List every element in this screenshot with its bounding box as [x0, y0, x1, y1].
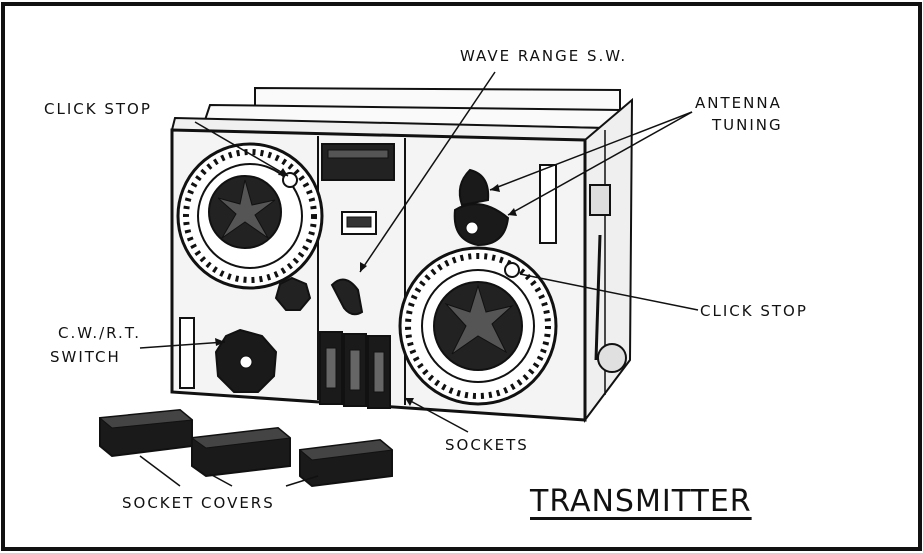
- label-cw-rt-line2: SWITCH: [50, 348, 121, 366]
- sockets: [319, 331, 391, 409]
- right-tuning-dial: [398, 246, 558, 406]
- label-click-stop-left: CLICK STOP: [44, 100, 152, 118]
- socket-cover-1: [98, 408, 194, 458]
- label-antenna-tuning-line1: ANTENNA: [695, 94, 782, 112]
- small-knob: [274, 276, 312, 311]
- antenna-tuning-knobs: [453, 164, 557, 247]
- center-modules: [321, 143, 395, 235]
- left-click-stop-knob: [282, 172, 298, 188]
- label-wave-range: WAVE RANGE S.W.: [460, 47, 628, 65]
- label-sockets: SOCKETS: [445, 436, 529, 454]
- wave-range-switch: [330, 278, 364, 316]
- leader-lines: [139, 71, 699, 487]
- socket-cover-3: [298, 438, 394, 488]
- label-antenna-tuning-line2: TUNING: [712, 116, 783, 134]
- label-cw-rt-line1: C.W./R.T.: [58, 324, 141, 342]
- cw-rt-switch: [179, 317, 278, 393]
- right-click-stop-knob: [504, 262, 520, 278]
- socket-cover-2: [190, 426, 292, 478]
- left-tuning-dial: [176, 142, 324, 290]
- arrowheads: [215, 168, 517, 406]
- page-title: TRANSMITTER: [530, 484, 752, 519]
- label-socket-covers: SOCKET COVERS: [122, 494, 275, 512]
- label-click-stop-right: CLICK STOP: [700, 302, 808, 320]
